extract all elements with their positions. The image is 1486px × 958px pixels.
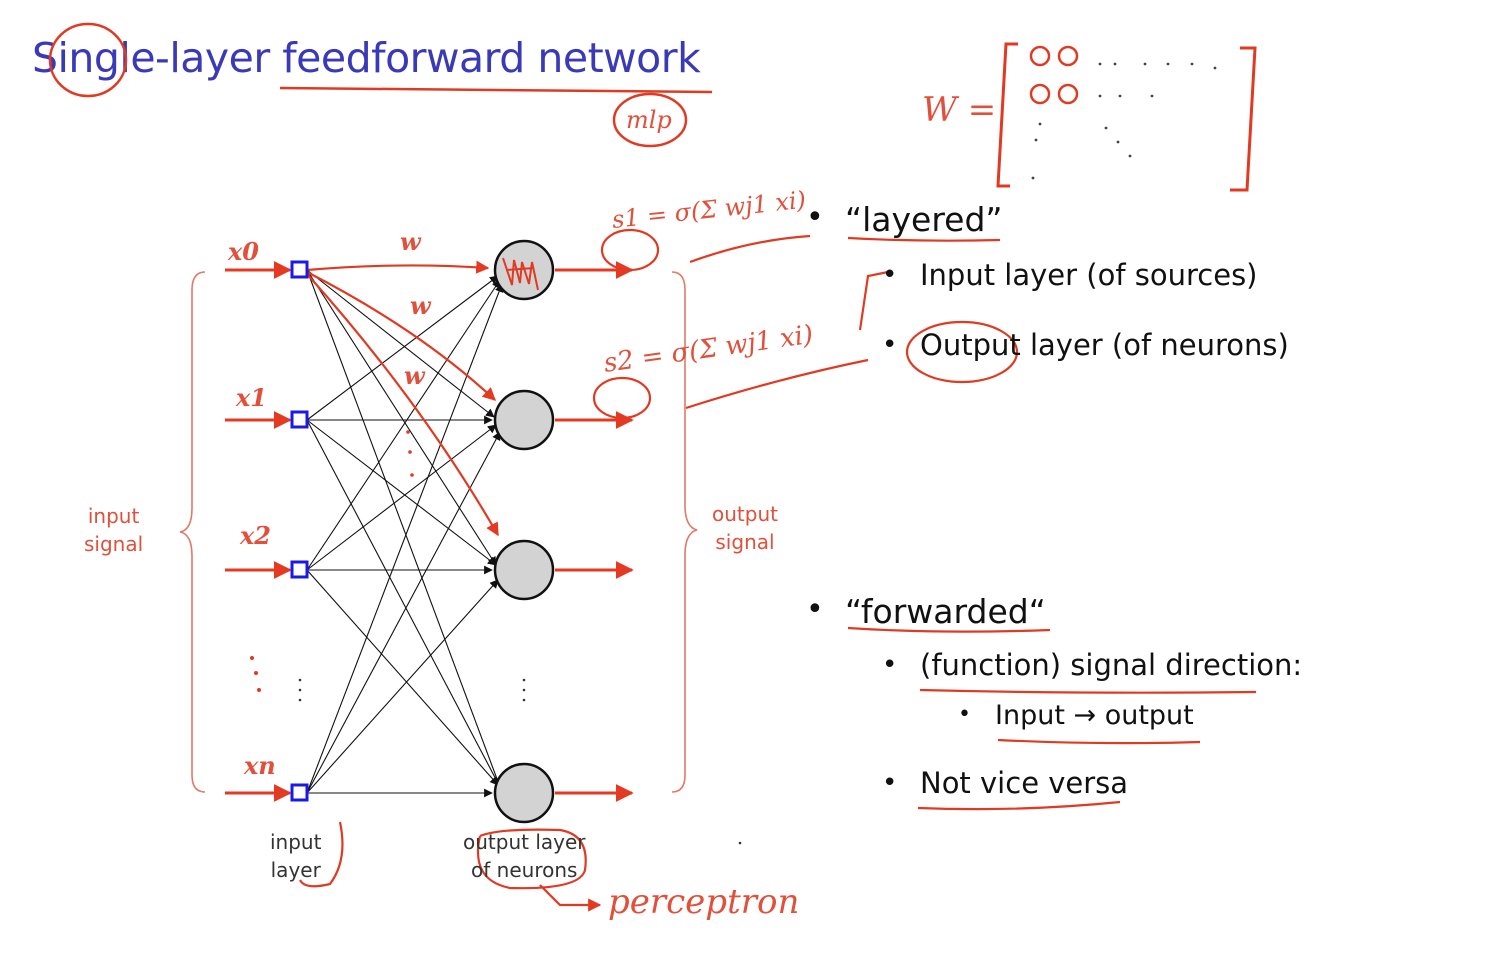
- neuron-3: [493, 539, 555, 601]
- annotation-perceptron: perceptron: [608, 882, 800, 922]
- bullet-signal-direction: (function) signal direction:: [920, 648, 1303, 682]
- bullet-dot: •: [958, 702, 971, 727]
- annotation-w-3: w: [404, 361, 425, 390]
- output-neurons: [493, 239, 555, 824]
- input-node-0: [290, 260, 309, 279]
- input-nodes: [290, 260, 309, 802]
- title-underline: [279, 86, 713, 94]
- circle-mlp: [612, 92, 688, 148]
- bullet-dot: •: [882, 650, 898, 680]
- circle-single: [48, 22, 128, 98]
- handwritten-dots: [250, 430, 414, 692]
- input-node-2: [290, 560, 309, 579]
- connection-lines: [306, 269, 504, 798]
- bullet-input-layer: Input layer (of sources): [920, 258, 1258, 292]
- bullet-layered: “layered”: [845, 200, 1003, 239]
- neuron-2: [493, 389, 555, 451]
- equation-marks: [299, 228, 1257, 912]
- output-signal-arrows: [555, 261, 634, 802]
- bullet-dot: •: [882, 330, 898, 360]
- bullet-forwarded: “forwarded“: [845, 592, 1046, 631]
- bullet-output-layer: Output layer (of neurons): [920, 328, 1289, 362]
- matrix-dots: [1031, 62, 1217, 180]
- bullet-dot: •: [806, 592, 824, 627]
- annotation-mlp: mlp: [626, 106, 672, 134]
- bullet-dot: •: [882, 260, 898, 290]
- bullet-input-output: Input → output: [995, 700, 1194, 731]
- output-signal-label: output signal: [712, 502, 778, 554]
- output-layer-label: output layer of neurons: [463, 830, 586, 882]
- neuron-n: [493, 762, 555, 824]
- annotation-x2: x2: [240, 521, 272, 550]
- input-signal-arrows: [225, 261, 292, 802]
- annotation-w-2: w: [410, 291, 431, 320]
- input-node-1: [290, 410, 309, 429]
- slide-title: Single-layer feedforward network: [32, 34, 701, 82]
- neuron-scribble: [502, 257, 539, 291]
- bullet-dot: •: [882, 768, 898, 798]
- weight-matrix: [996, 42, 1257, 192]
- output-brace: [671, 271, 698, 793]
- annotation-matrix-label: W =: [922, 90, 997, 130]
- input-signal-label: input signal: [84, 504, 144, 556]
- annotation-x1: x1: [236, 383, 268, 412]
- ellipsis-dots: [298, 678, 742, 845]
- annotation-x0: x0: [228, 237, 260, 266]
- input-node-n: [290, 783, 309, 802]
- bullet-dot: •: [806, 200, 824, 235]
- input-brace: [179, 271, 206, 793]
- annotation-xn: xn: [244, 751, 276, 780]
- input-layer-label: input layer: [270, 830, 322, 882]
- bullet-not-vice-versa: Not vice versa: [920, 766, 1129, 800]
- annotation-w-1: w: [400, 227, 421, 256]
- highlighted-connections: [306, 260, 499, 537]
